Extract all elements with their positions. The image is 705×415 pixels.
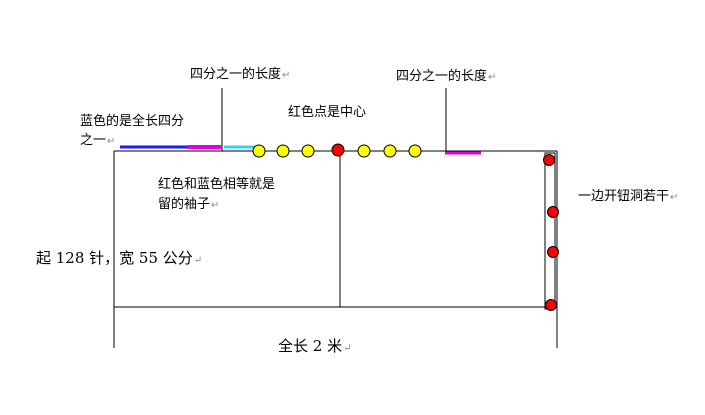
buttonhole-dot xyxy=(543,154,555,166)
yellow-dot xyxy=(408,144,422,158)
yellow-dot xyxy=(383,144,397,158)
sleeve-note-line1: 红色和蓝色相等就是 xyxy=(158,177,276,192)
quarter-left-label: 四分之一的长度↵ xyxy=(190,67,291,82)
cast-on-label: 起 128 针，宽 55 公分↵ xyxy=(36,249,203,267)
blue-note-line1: 蓝色的是全长四分 xyxy=(80,114,185,129)
buttonholes-label: 一边开钮洞若干↵ xyxy=(578,189,679,204)
buttonhole-band xyxy=(544,152,556,310)
red-dot-center-label: 红色点是中心 xyxy=(288,105,367,120)
buttonhole-dot xyxy=(545,299,557,311)
buttonhole-dot xyxy=(547,246,559,258)
quarter-right-label: 四分之一的长度↵ xyxy=(396,69,497,84)
red-center-dot xyxy=(331,143,345,157)
total-length-label: 全长 2 米↵ xyxy=(278,337,352,355)
yellow-dot xyxy=(301,144,315,158)
yellow-dot xyxy=(357,144,371,158)
sleeve-note-line2: 留的袖子↵ xyxy=(158,197,220,212)
yellow-dot xyxy=(252,144,266,158)
blue-note-line2: 之一↵ xyxy=(80,133,116,148)
yellow-dot xyxy=(276,144,290,158)
buttonhole-dot xyxy=(547,206,559,218)
